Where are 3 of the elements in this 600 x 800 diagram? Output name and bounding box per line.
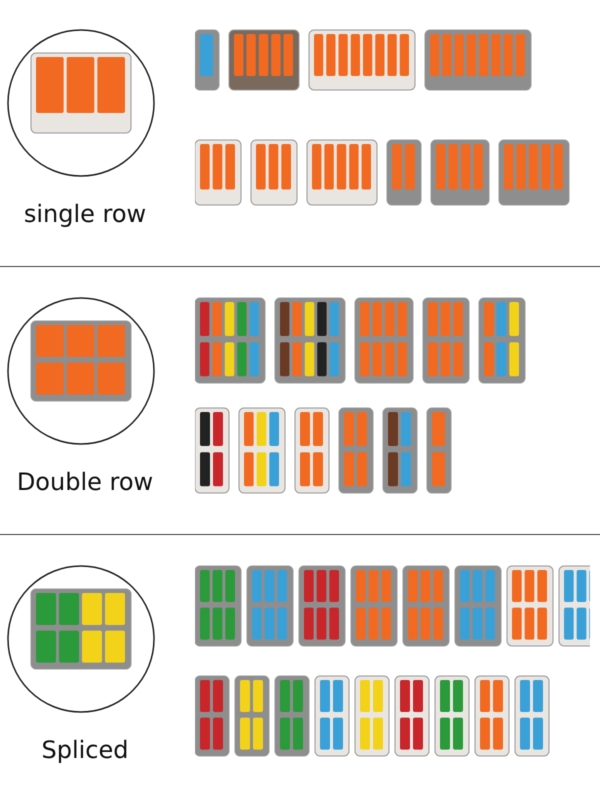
- category-label: Double row: [16, 468, 154, 496]
- category-label: Spliced: [40, 736, 130, 764]
- category-label: single row: [22, 200, 148, 228]
